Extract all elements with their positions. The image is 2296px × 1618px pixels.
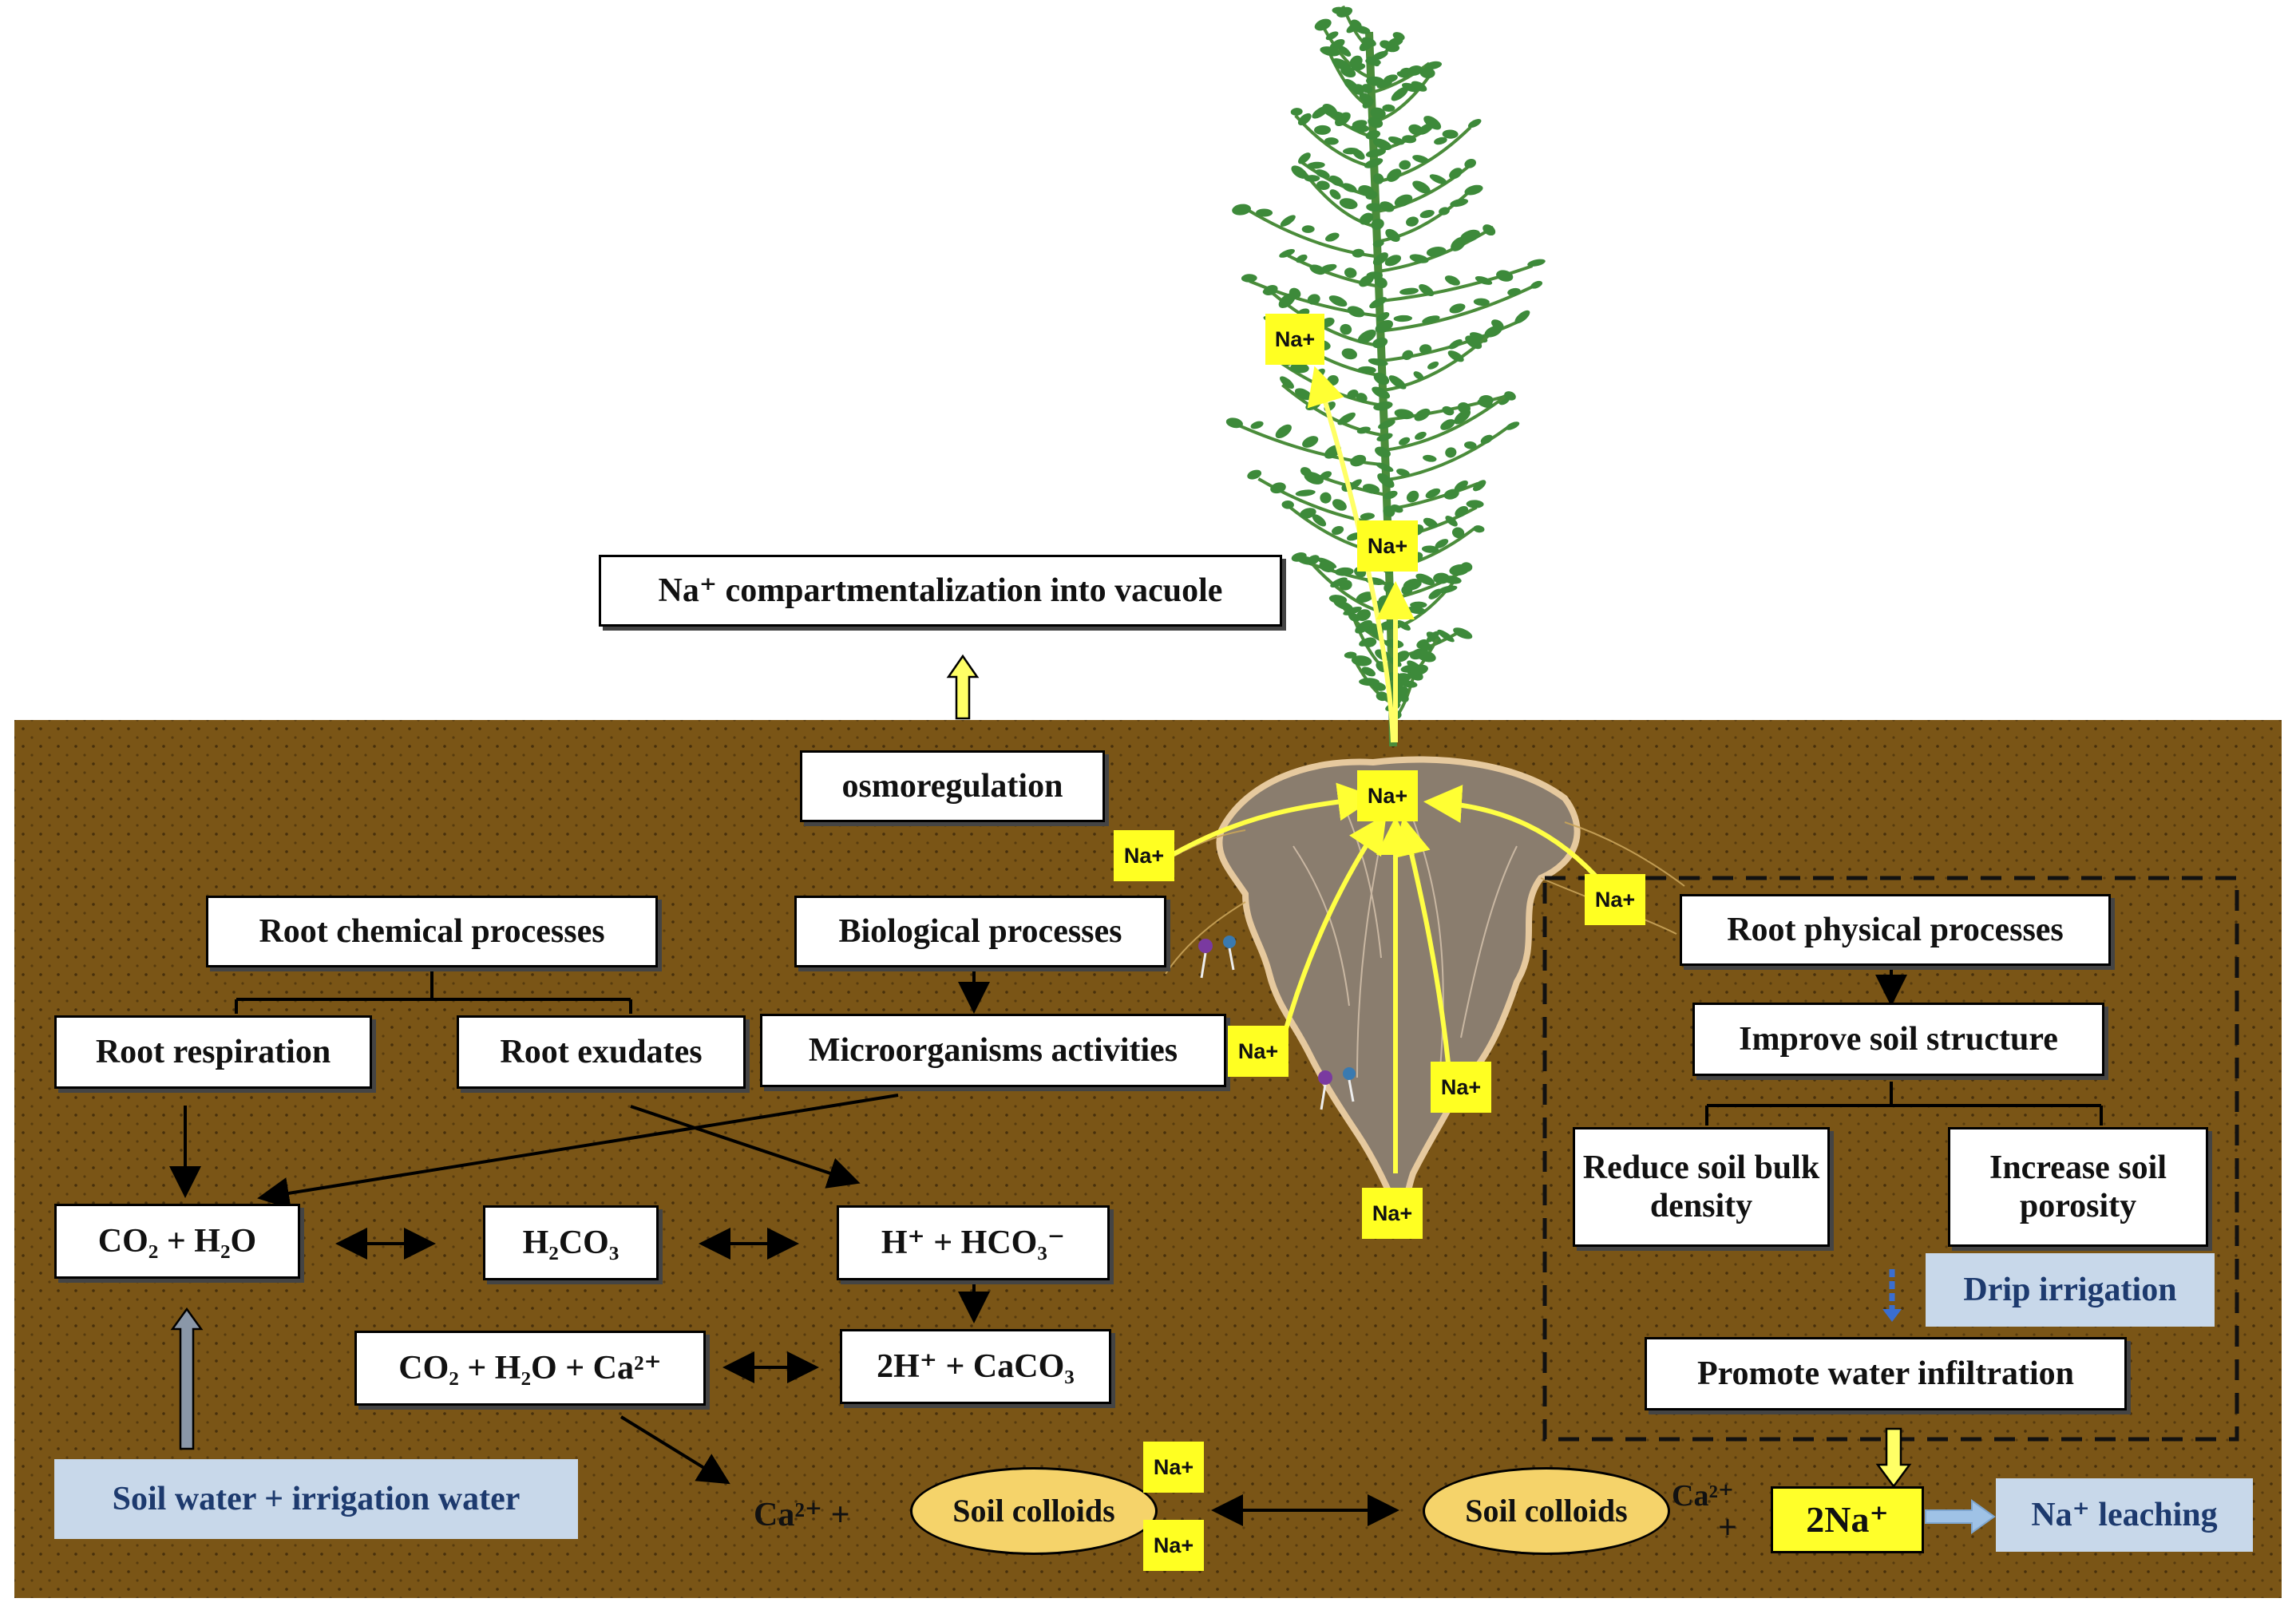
drip-irrigation-box: Drip irrigation [1926,1253,2215,1327]
osmoregulation-box: osmoregulation [800,750,1105,822]
h2co3-box: H₂CO₃ [483,1205,659,1280]
vacuole-box: Na⁺ compartmentalization into vacuole [599,555,1282,627]
na-tag-colloid-bottom: Na+ [1143,1520,1204,1571]
increase-porosity-box: Increase soil porosity [1948,1127,2208,1247]
na-tag-root-mid-right: Na+ [1431,1062,1491,1113]
block-arrows [170,654,1996,1534]
reduce-bulk-density-box: Reduce soil bulk density [1573,1127,1830,1247]
na-tag-root-crown: Na+ [1357,770,1418,821]
soil-colloids-right: Soil colloids [1423,1467,1670,1555]
soil-colloids-left: Soil colloids [910,1467,1158,1555]
na-tag-shoot-lower: Na+ [1357,520,1418,572]
na-leaching-box: Na⁺ leaching [1996,1478,2253,1552]
plant-shoot [1225,5,1546,747]
na-tag-root-left: Na+ [1114,830,1174,881]
na-tag-colloid-top: Na+ [1143,1442,1204,1493]
biological-processes-box: Biological processes [794,896,1166,967]
co2-h2o-ca-box: CO₂ + H₂O + Ca²⁺ [354,1331,706,1406]
na-tag-root-bottom: Na+ [1362,1188,1423,1239]
microbe-icons [1198,936,1356,1110]
soil-water-box: Soil water + irrigation water [54,1459,578,1539]
ca-right: Ca²⁺ [1672,1479,1734,1513]
na-tag-root-right: Na+ [1585,874,1645,925]
root-exudates-box: Root exudates [457,1015,746,1089]
h-hco3-box: H⁺ + HCO₃⁻ [837,1205,1110,1280]
na-tag-shoot-upper: Na+ [1265,314,1324,365]
co2-h2o-box: CO₂ + H₂O [54,1204,300,1279]
improve-soil-structure-box: Improve soil structure [1692,1003,2104,1076]
root-physical-processes-box: Root physical processes [1680,894,2111,966]
root-respiration-box: Root respiration [54,1015,372,1089]
root-chemical-processes-box: Root chemical processes [206,896,658,967]
two-na-box: 2Na⁺ [1771,1486,1924,1553]
2h-caco3-box: 2H⁺ + CaCO₃ [840,1329,1111,1404]
microorganisms-activities-box: Microorganisms activities [760,1014,1226,1087]
ca-plus-left: Ca²⁺ + [754,1497,850,1533]
plus-right: + [1718,1509,1737,1546]
physical-process-frame [1542,876,2239,1442]
promote-infiltration-box: Promote water infiltration [1645,1337,2127,1410]
na-tag-root-mid-left: Na+ [1228,1026,1289,1077]
